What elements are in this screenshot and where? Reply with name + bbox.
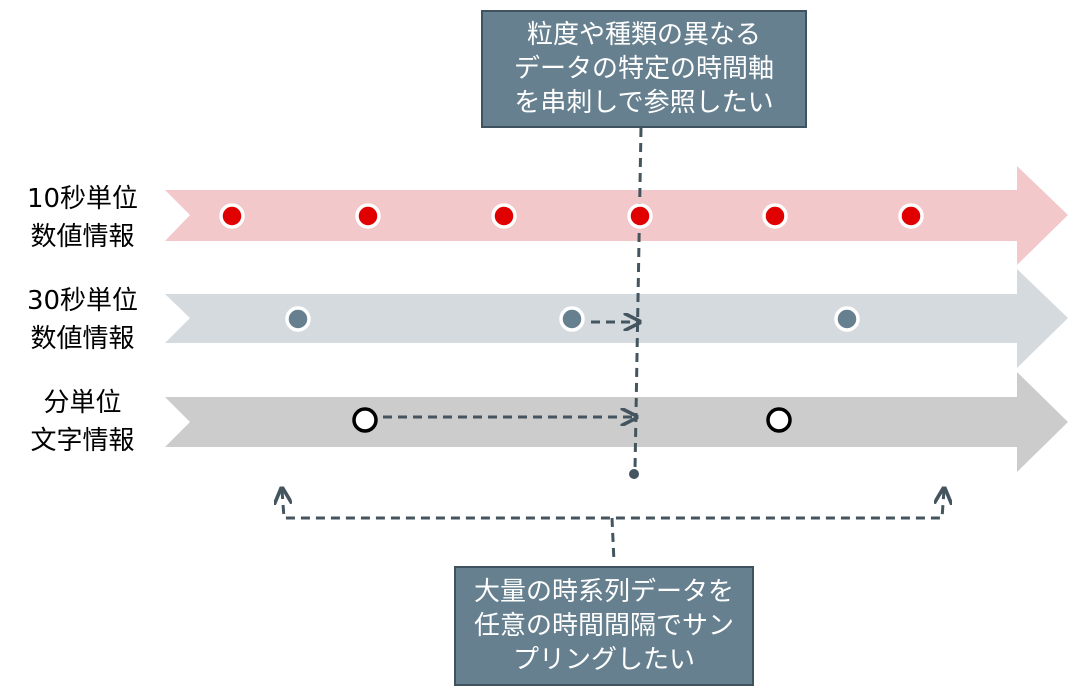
band-arrow-minute: [165, 372, 1068, 472]
callout-line: データの特定の時間軸: [513, 54, 774, 84]
row-label-30s: 30秒単位 数値情報: [0, 282, 165, 358]
callout-line: を串刺しで参照したい: [514, 88, 774, 118]
data-point-30s: [834, 306, 860, 332]
data-point-10s: [355, 203, 381, 229]
data-point-minute: [352, 407, 378, 433]
row-label-line: 30秒単位: [26, 286, 139, 316]
band-arrow-30s: [165, 269, 1068, 368]
callout-sampling: 大量の時系列データを 任意の時間間隔でサン プリングしたい: [454, 566, 754, 686]
row-label-line: 数値情報: [30, 222, 135, 252]
data-point-30s: [559, 306, 585, 332]
callout-line: 粒度や種類の異なる: [526, 20, 761, 50]
row-label-line: 10秒単位: [26, 184, 139, 214]
data-point-10s: [491, 203, 517, 229]
data-point-10s: [219, 203, 245, 229]
cut-line-end-dot: [629, 469, 639, 479]
data-point-10s: [762, 203, 788, 229]
band-arrow-10s: [165, 166, 1068, 265]
row-label-line: 文字情報: [30, 426, 135, 456]
callout-line: 任意の時間間隔でサン: [473, 611, 734, 641]
sampling-bracket: [282, 490, 944, 520]
callout-line: プリングしたい: [512, 645, 695, 675]
data-point-10s: [898, 203, 924, 229]
row-label-line: 分単位: [43, 388, 122, 418]
data-point-10s: [627, 203, 653, 229]
row-label-10s: 10秒単位 数値情報: [0, 180, 165, 256]
callout-cross-section: 粒度や種類の異なる データの特定の時間軸 を串刺しで参照したい: [481, 10, 807, 128]
data-point-30s: [285, 306, 311, 332]
callout-line: 大量の時系列データを: [473, 577, 734, 607]
row-label-line: 数値情報: [30, 324, 135, 354]
data-point-minute: [766, 407, 792, 433]
sampling-bracket-stem: [610, 517, 616, 563]
row-label-minute: 分単位 文字情報: [0, 384, 165, 460]
